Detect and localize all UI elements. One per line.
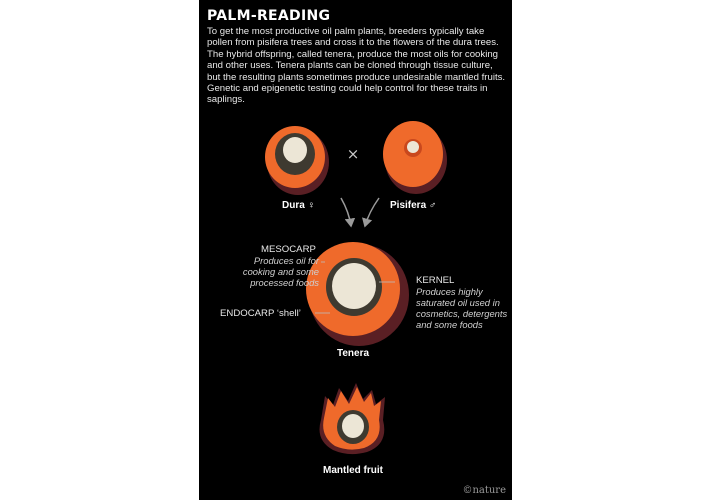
dura-label: Dura ♀	[282, 200, 316, 211]
tenera-fruit	[306, 242, 409, 346]
tenera-label: Tenera	[337, 348, 370, 359]
pisifera-label: Pisifera ♂	[390, 200, 437, 211]
mantled-fruit-label: Mantled fruit	[323, 465, 383, 476]
mesocarp-description: Produces oil for cooking and some proces…	[242, 255, 319, 288]
infographic-panel: PALM-READING To get the most productive …	[199, 0, 512, 500]
dura-fruit	[265, 126, 329, 195]
nature-credit: ©nature	[462, 485, 506, 496]
mantled-fruit	[319, 383, 385, 455]
cross-symbol: ×	[347, 145, 360, 163]
kernel-title: KERNEL	[416, 275, 455, 286]
arrow-from-dura	[340, 197, 356, 228]
endocarp-title: ENDOCARP ‘shell’	[220, 308, 301, 319]
page-title: PALM-READING	[207, 8, 331, 24]
kernel-description: Produces highly saturated oil used in co…	[416, 286, 508, 330]
intro-paragraph: To get the most productive oil palm plan…	[207, 26, 506, 106]
pisifera-fruit	[383, 121, 447, 194]
arrow-from-pisifera	[362, 197, 380, 228]
fruit-diagram: ×	[265, 121, 447, 455]
mesocarp-title: MESOCARP	[261, 244, 316, 255]
